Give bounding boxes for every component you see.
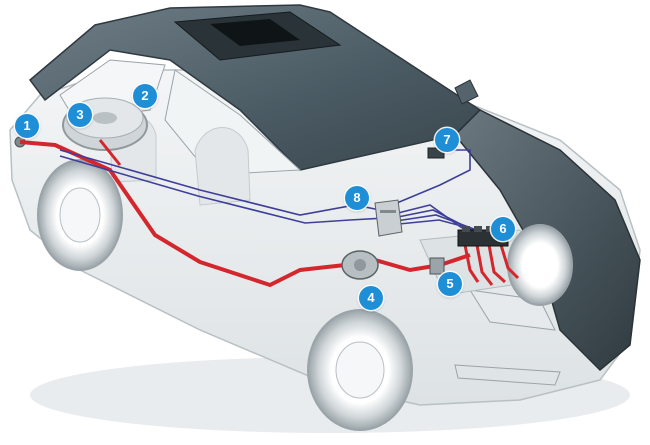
callout-marker-1[interactable]: 1	[15, 114, 39, 138]
gas-pipe-to-rail	[374, 253, 471, 273]
front-grille	[454, 364, 561, 386]
gas-pipe-tank-link	[98, 139, 122, 166]
reducer-vaporizer	[341, 250, 379, 280]
callout-marker-7[interactable]: 7	[435, 128, 459, 152]
sunroof-glass	[210, 19, 300, 46]
front-wheel	[307, 309, 413, 431]
callout-marker-6[interactable]: 6	[491, 217, 515, 241]
dashboard-switch	[427, 147, 445, 159]
injector-pipes	[463, 244, 520, 286]
callout-marker-3[interactable]: 3	[68, 103, 92, 127]
rear-wheel	[37, 159, 123, 271]
callout-marker-8[interactable]: 8	[345, 186, 369, 210]
callout-marker-4[interactable]: 4	[359, 286, 383, 310]
front-right-wheel	[507, 224, 573, 306]
ecu-unit	[374, 199, 403, 237]
callout-marker-5[interactable]: 5	[438, 272, 462, 296]
gas-filter	[429, 257, 445, 275]
side-mirror	[454, 79, 479, 105]
front-seat	[194, 127, 251, 206]
callout-marker-2[interactable]: 2	[133, 84, 157, 108]
